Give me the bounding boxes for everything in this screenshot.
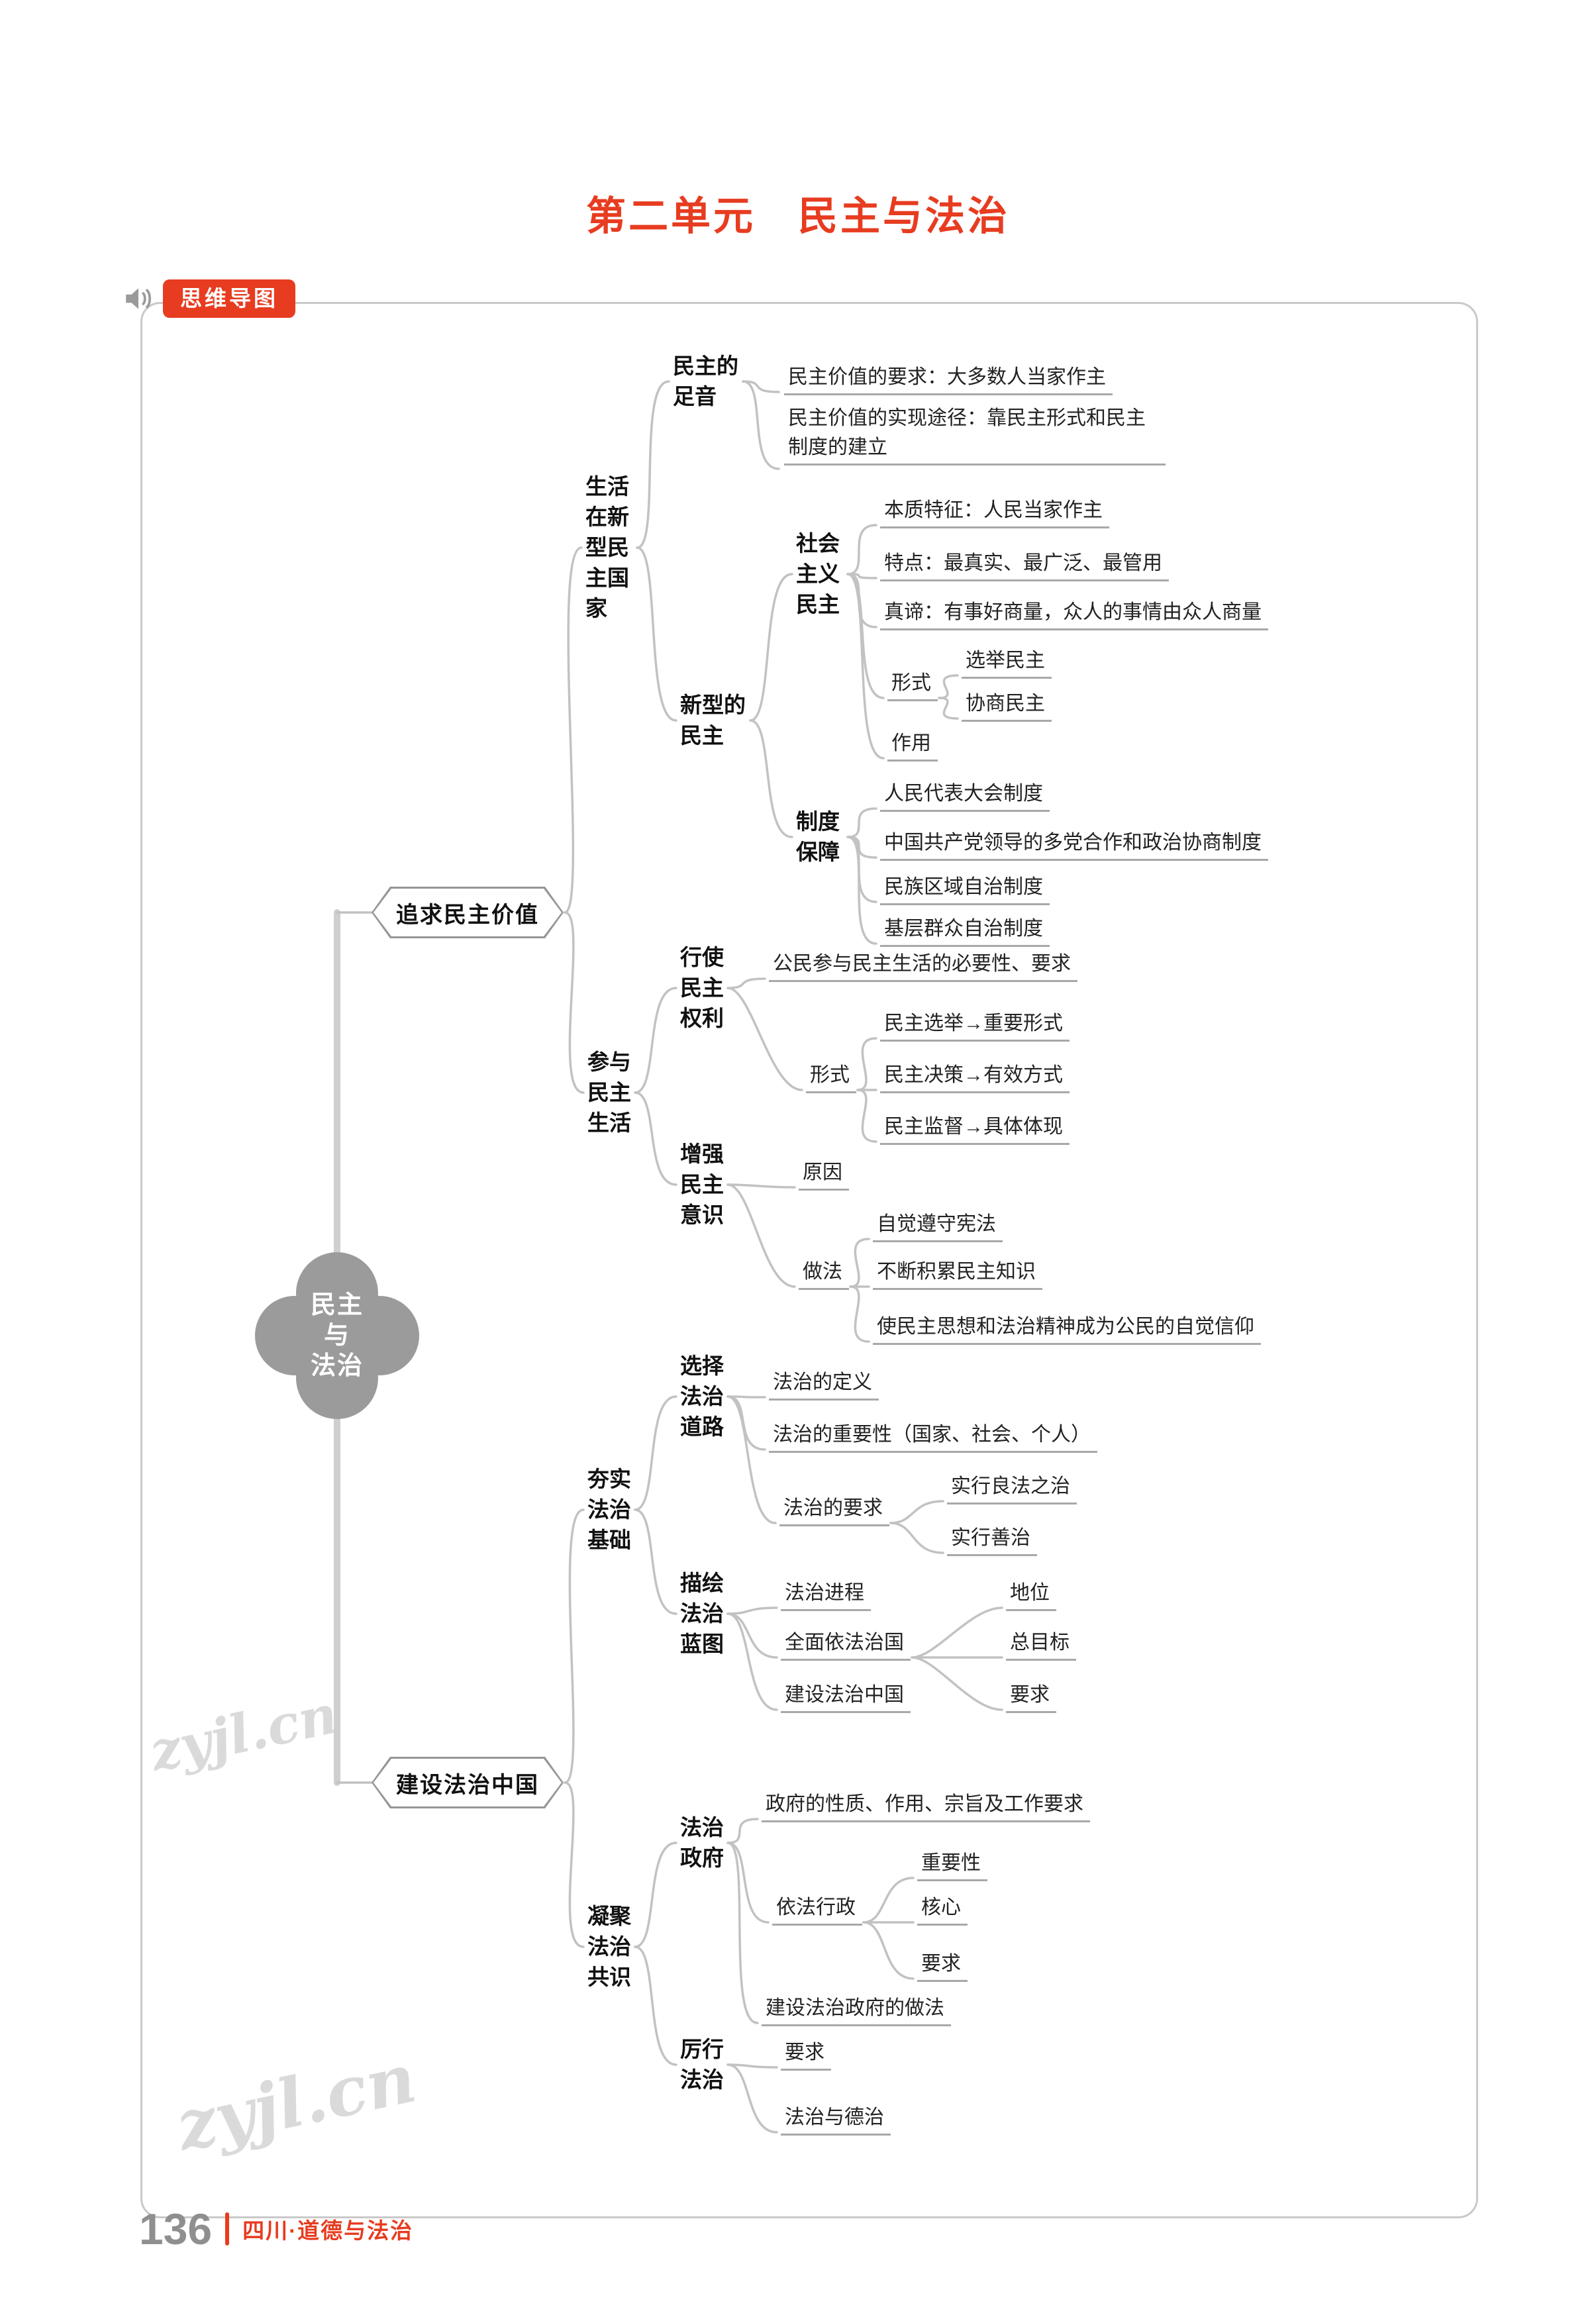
leaf-democracy-value-path: 民主价值的实现途径：靠民主形式和民主制度的建立	[784, 404, 1166, 466]
label-law-based-government: 法治政府	[680, 1815, 724, 1870]
leaf-admin-importance: 重要性	[917, 1849, 987, 1881]
branch-pursue-democracy: 追求民主价值	[372, 887, 564, 938]
node-method: 做法	[799, 1257, 849, 1290]
label-strictly-enforce-law: 厉行法治	[680, 2037, 724, 2092]
leaf-true-meaning: 真谛：有事好商量，众人的事情由众人商量	[880, 598, 1268, 630]
label-democracy-footsteps: 民主的足音	[673, 354, 738, 409]
root-label: 民主 与 法治	[251, 1250, 423, 1422]
node-participation-forms: 形式	[806, 1061, 856, 1093]
leaf-regional-autonomy-system: 民族区域自治制度	[880, 873, 1050, 905]
leaf-abide-constitution: 自觉遵守宪法	[873, 1210, 1003, 1242]
branch-build-rule-of-law: 建设法治中国	[372, 1757, 564, 1808]
label-exercise-democratic-rights: 行使民主权利	[680, 945, 724, 1030]
label-new-type-democracy: 新型的民主	[680, 693, 746, 748]
leaf-consultative-democracy: 协商民主	[962, 689, 1052, 722]
node-law-based-administration: 依法行政	[772, 1893, 862, 1926]
branch-hex-fill	[374, 1759, 562, 1806]
leaf-peoples-congress-system: 人民代表大会制度	[880, 779, 1050, 812]
leaf-overall-goal: 总目标	[1006, 1628, 1076, 1661]
leaf-grassroots-autonomy-system: 基层群众自治制度	[880, 914, 1050, 947]
label-draw-rule-of-law-blueprint: 描绘法治蓝图	[680, 1571, 724, 1656]
node-reason: 原因	[799, 1158, 849, 1191]
leaf-accumulate-knowledge: 不断积累民主知识	[873, 1257, 1042, 1290]
label-participate-democratic-life: 参与民主生活	[587, 1050, 631, 1135]
root-node: 民主 与 法治	[251, 1250, 423, 1422]
leaf-democracy-value-requirement: 民主价值的要求：大多数人当家作主	[784, 363, 1113, 395]
page-footer: 136 四川·道德与法治	[139, 2204, 413, 2254]
leaf-electoral-democracy: 选举民主	[962, 646, 1052, 679]
leaf-government-nature: 政府的性质、作用、宗旨及工作要求	[762, 1790, 1090, 1822]
page-title: 第二单元 民主与法治	[586, 194, 1010, 238]
node-comprehensive-rule-of-law: 全面依法治国	[781, 1628, 911, 1661]
label-choose-rule-of-law-path: 选择法治道路	[680, 1354, 724, 1439]
leaf-democratic-decision: 民主决策→有效方式	[880, 1061, 1070, 1093]
root-label-line2: 与	[323, 1322, 350, 1350]
branch-build-rule-of-law-label: 建设法治中国	[396, 1772, 539, 1798]
leaf-status: 地位	[1006, 1579, 1056, 1611]
leaf-rule-of-law-process: 法治进程	[781, 1579, 871, 1611]
label-solidify-law-foundation: 夯实法治基础	[587, 1467, 631, 1552]
leaf-build-rule-of-law-china: 建设法治中国	[781, 1681, 911, 1713]
label-socialist-democracy: 社会主义民主	[796, 531, 840, 616]
footer-edition-label: 四川·道德与法治	[242, 2218, 414, 2243]
leaf-rule-of-law-definition: 法治的定义	[769, 1368, 879, 1401]
leaf-good-law-governance: 实行良法之治	[947, 1472, 1077, 1504]
node-rule-of-law-requirement: 法治的要求	[779, 1494, 889, 1526]
label-institutional-guarantee: 制度保障	[796, 809, 840, 864]
footer-divider	[225, 2212, 230, 2245]
leaf-admin-core: 核心	[917, 1893, 968, 1926]
leaf-essential-feature: 本质特征：人民当家作主	[880, 496, 1109, 528]
leaf-law-and-virtue: 法治与德治	[781, 2103, 891, 2136]
root-label-line1: 民主	[310, 1291, 364, 1319]
label-build-law-consensus: 凝聚法治共识	[587, 1904, 631, 1989]
node-democracy-forms: 形式	[887, 669, 938, 701]
branch-pursue-democracy-label: 追求民主价值	[396, 902, 539, 928]
leaf-citizen-participation-necessity: 公民参与民主生活的必要性、要求	[769, 950, 1077, 982]
leaf-strict-law-requirement: 要求	[781, 2038, 831, 2071]
leaf-democratic-supervision: 民主监督→具体体现	[880, 1112, 1070, 1145]
leaf-characteristics: 特点：最真实、最广泛、最管用	[880, 549, 1169, 581]
leaf-admin-requirement: 要求	[917, 1949, 968, 1982]
leaf-democratic-election: 民主选举→重要形式	[880, 1009, 1070, 1042]
leaf-multiparty-cooperation-system: 中国共产党领导的多党合作和政治协商制度	[880, 828, 1268, 861]
speaker-icon	[126, 288, 152, 309]
leaf-build-law-government-method: 建设法治政府的做法	[762, 1994, 951, 2026]
label-enhance-democratic-awareness: 增强民主意识	[680, 1142, 724, 1227]
root-label-line3: 法治	[310, 1352, 364, 1380]
mindmap-frame	[140, 302, 1478, 2218]
leaf-rule-of-law-importance: 法治的重要性（国家、社会、个人）	[769, 1420, 1097, 1453]
page-number: 136	[139, 2204, 213, 2253]
branch-hex-fill	[374, 889, 562, 936]
leaf-role: 作用	[887, 729, 938, 762]
label-live-in-new-democracy: 生活在新型民主国家	[585, 474, 629, 620]
leaf-good-governance: 实行善治	[947, 1524, 1037, 1556]
leaf-conscious-belief: 使民主思想和法治精神成为公民的自觉信仰	[873, 1312, 1261, 1345]
mindmap-badge: 思维导图	[163, 279, 295, 318]
leaf-requirement: 要求	[1006, 1681, 1056, 1713]
